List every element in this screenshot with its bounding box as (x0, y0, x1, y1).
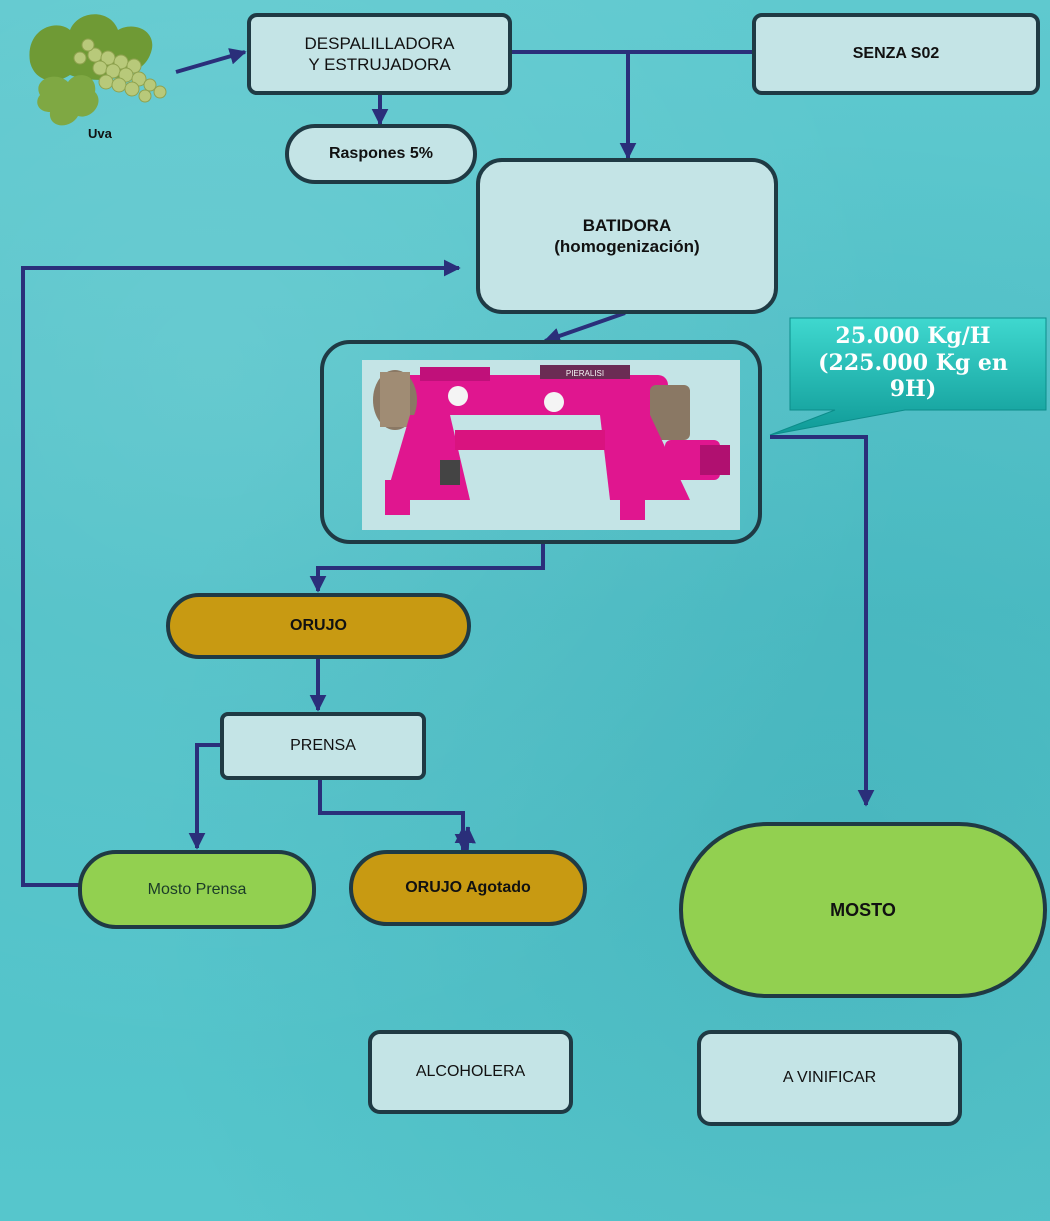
capacity-callout: 25.000 Kg/H (225.000 Kg en 9H) (782, 318, 1044, 408)
press-must-node: Mosto Prensa (78, 850, 316, 929)
destemmer-crusher-node: DESPALILLADORA Y ESTRUJADORA (247, 13, 512, 95)
arrow-decanter-to-pomace (309, 543, 545, 593)
spent-pomace-node: ORUJO Agotado (349, 850, 587, 926)
decanter-node (320, 340, 762, 544)
arrow-press-to-press-must (188, 743, 222, 850)
capacity-callout-line2: (225.000 Kg en (818, 349, 1008, 376)
mixer-node: BATIDORA (homogenización) (476, 158, 778, 314)
arrow-mixer-to-decanter (543, 311, 626, 344)
capacity-callout-shape (769, 317, 1047, 436)
to-winemaking-node: A VINIFICAR (697, 1030, 962, 1126)
mixer-subtitle: (homogenización) (554, 237, 700, 256)
decanter-machine-image: PIERALISI (362, 360, 740, 530)
machine-plate-text: PIERALISI (566, 369, 604, 378)
distillery-box: ALCOHOLERA (368, 1030, 573, 1114)
senza-so2-node: SENZA S02 (752, 13, 1040, 95)
stems-node: Raspones 5% (285, 124, 477, 184)
pomace-node: ORUJO (166, 593, 471, 659)
arrow-decanter-to-must (770, 435, 875, 807)
arrow-grape-to-destemmer (175, 48, 247, 74)
capacity-callout-line1: 25.000 Kg/H (835, 323, 991, 350)
press-node: PRENSA (220, 712, 426, 780)
arrow-press-must-recycle (21, 259, 461, 887)
grape-icon (29, 14, 167, 126)
capacity-callout-line3: 9H) (889, 376, 937, 403)
arrow-press-to-spent-pomace (318, 780, 472, 851)
must-node: MOSTO (679, 822, 1047, 998)
mixer-title: BATIDORA (582, 215, 672, 235)
grape-label: Uva (88, 126, 112, 141)
